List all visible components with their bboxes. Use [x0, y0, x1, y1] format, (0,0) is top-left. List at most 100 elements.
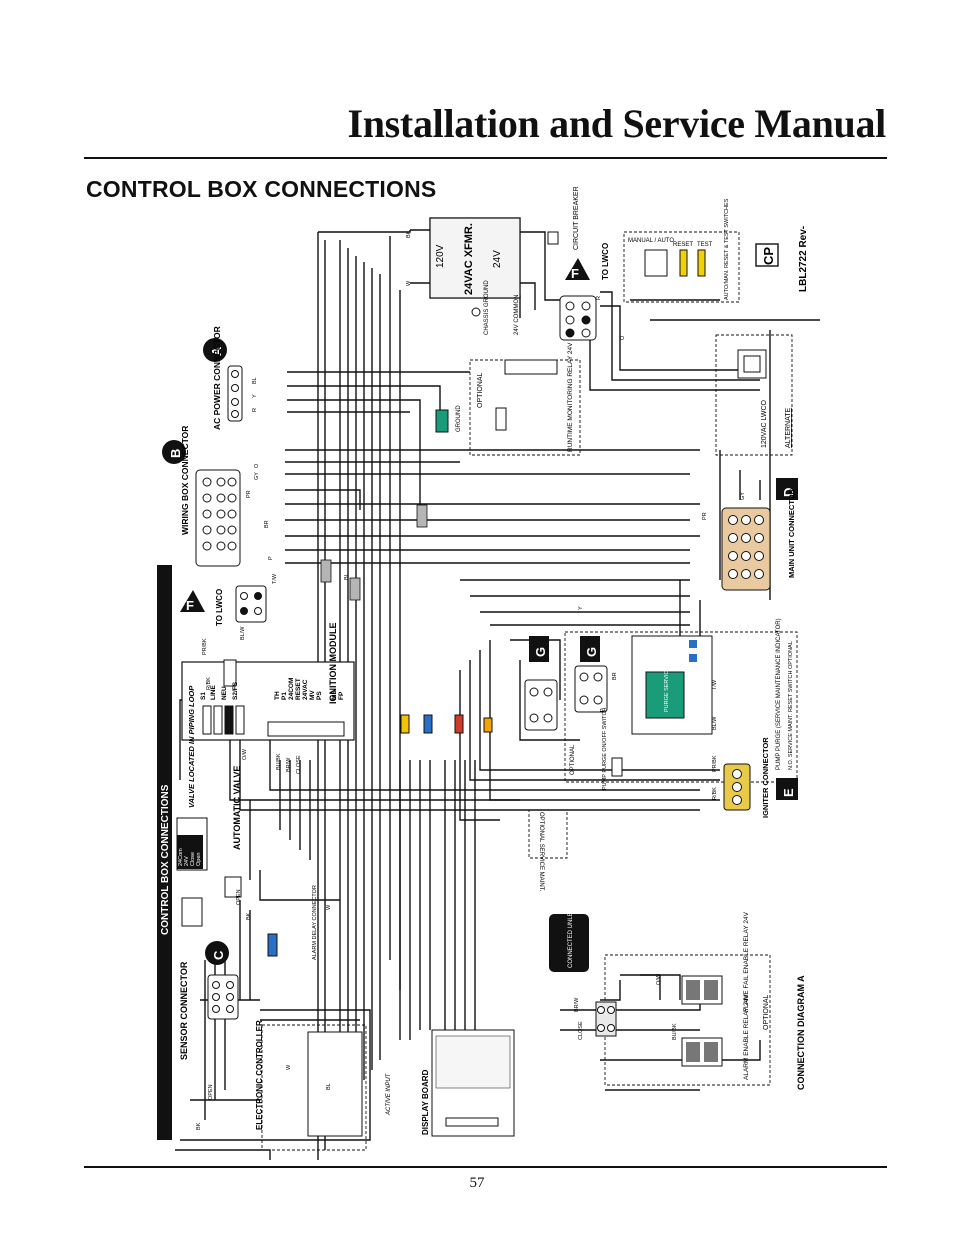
connected-unless-note: CONNECTED UNLESS ALARM ADDED	[549, 859, 589, 972]
wire-code-label: T/W	[272, 573, 278, 584]
wire-code-label: OPEN	[236, 889, 242, 905]
alarm-relay-label: ALARM ENABLE RELAY 24V	[743, 994, 750, 1080]
ignition-terminal-label: 24VAC	[302, 679, 309, 700]
main-unit-label: MAIN UNIT CONNECTOR	[787, 488, 796, 578]
doc-ref: LBL2722 Rev-	[798, 226, 809, 292]
ac-power-connector	[227, 365, 243, 422]
wire-code-label: BR	[264, 520, 270, 528]
g-connector-right	[574, 665, 608, 713]
diagram-label: CONNECTION DIAGRAM A	[796, 975, 806, 1090]
wire-code-label: O	[254, 463, 260, 468]
svg-text:F: F	[571, 266, 579, 281]
badge-e: E	[776, 778, 798, 800]
wire-code-label: CLOSE	[296, 755, 302, 774]
svg-text:OPTIONAL: OPTIONAL	[570, 744, 576, 775]
wire-code-label: PR	[246, 490, 252, 498]
wire-code-label: P	[600, 708, 606, 712]
igniter-connector	[723, 763, 751, 811]
svg-text:A: A	[209, 346, 224, 356]
footer-rule	[84, 1166, 887, 1168]
svg-text:ALTERNATE: ALTERNATE	[785, 407, 792, 448]
to-lwco-top: TO LWCO	[601, 243, 610, 280]
svg-text:PUMP PURGE (SERVICE MAINTENANC: PUMP PURGE (SERVICE MAINTENANCE INDICATO…	[776, 618, 782, 770]
wire-code-label: O	[620, 335, 626, 340]
display-board: DISPLAY BOARD	[421, 1029, 515, 1137]
runtime-relay: OPTIONAL RUNTIME MONITORING RELAY 24V	[477, 342, 574, 452]
svg-text:E: E	[781, 788, 796, 797]
wire-code-label: Y	[578, 606, 584, 610]
sensor-connector-label: SENSOR CONNECTOR	[179, 961, 189, 1060]
circuit-breaker-label: CIRCUIT BREAKER	[573, 186, 580, 250]
svg-text:VALVE LOCATED IN PIPING LOOP: VALVE LOCATED IN PIPING LOOP	[187, 685, 196, 808]
badge-d: D	[776, 478, 798, 500]
chassis-ground-label: CHASSIS GROUND	[484, 280, 490, 335]
reset-switch-box	[623, 231, 740, 303]
flame-fail-relay	[681, 975, 723, 1005]
optional-service-label: OPTIONAL SERVICE MAINT.	[538, 812, 544, 892]
svg-text:OPTIONAL: OPTIONAL	[477, 372, 484, 408]
header-rule	[84, 157, 887, 159]
svg-text:B: B	[168, 449, 183, 458]
lwco-plug-mid	[235, 585, 267, 623]
ignition-terminal-label: 24COM	[288, 678, 295, 700]
svg-text:ACTIVE INPUT: ACTIVE INPUT	[386, 1072, 392, 1116]
ignition-terminal-label: MV	[309, 690, 316, 700]
pump-purge-controller: PURGE SERVICE MAINT. PUMP PURGE (SERVICE…	[570, 618, 794, 790]
wire-code-label: BK	[406, 230, 412, 238]
badge-c: C	[205, 941, 229, 965]
automatic-valve: AUTOMATIC VALVE VALVE LOCATED IN PIPING …	[176, 685, 242, 871]
ignition-terminal-label: FP	[338, 691, 345, 700]
valve-terminal-label: Close	[190, 852, 196, 866]
wire-code-label: BL	[344, 573, 350, 580]
section-title: CONTROL BOX CONNECTIONS	[86, 176, 437, 202]
svg-text:TEST: TEST	[697, 242, 713, 248]
badge-a: A	[203, 338, 227, 362]
svg-text:CONNECTED UNLESS ALARM ADDED: CONNECTED UNLESS ALARM ADDED	[568, 859, 574, 968]
optional-3-label: OPTIONAL	[763, 994, 770, 1030]
g-connector-left	[524, 679, 558, 731]
inline-connector	[320, 559, 332, 583]
manual-title: Installation and Service Manual	[347, 101, 886, 146]
svg-text:G: G	[584, 647, 599, 657]
ignition-terminal-label: NEU	[221, 686, 228, 700]
ignition-terminal-label: RESET	[295, 678, 302, 700]
svg-text:F: F	[186, 598, 194, 613]
svg-text:D: D	[781, 488, 796, 497]
ignition-terminal-label: P1	[281, 692, 288, 700]
svg-text:DISPLAY BOARD: DISPLAY BOARD	[421, 1069, 430, 1135]
xfmr-title: 24VAC XFMR.	[463, 223, 475, 295]
wire-code-label: PR/BK	[712, 755, 718, 772]
badge-g-right: G	[580, 636, 600, 662]
svg-text:RESET: RESET	[673, 242, 693, 248]
ground-connector	[435, 409, 449, 433]
svg-text:N.O. SERVICE MAINT. RESET SWIT: N.O. SERVICE MAINT. RESET SWITCH OPTIONA…	[788, 641, 794, 770]
ignition-terminal-label: PS	[316, 691, 323, 700]
badge-f-mid: F	[180, 590, 205, 613]
wire-code-label: R	[252, 408, 258, 412]
svg-text:CP: CP	[761, 247, 776, 265]
side-banner	[157, 565, 172, 1140]
circuit-breaker-icon	[547, 231, 559, 245]
wiring-box-label: WIRING BOX CONNECTOR	[180, 426, 190, 535]
main-unit-connector	[721, 507, 771, 591]
alternate-lwco: 120VAC LWCO ALTERNATE	[737, 349, 792, 448]
wire-code-label: BR/W	[286, 757, 292, 772]
alarm-delay-label: ALARM DELAY CONNECTOR	[312, 885, 318, 960]
alarm-delay-connector	[267, 933, 278, 957]
wire-code-label: BU/BK	[672, 1023, 678, 1040]
inline-connector	[349, 577, 361, 601]
ignition-terminal-label: MS	[331, 690, 338, 700]
electronic-controller: ELECTRONIC CONTROLLER ACTIVE INPUT	[255, 1020, 392, 1137]
svg-text:ELECTRONIC CONTROLLER: ELECTRONIC CONTROLLER	[255, 1020, 264, 1130]
wire-code-label: O/W	[242, 748, 248, 760]
wire-code-label: BR/W	[574, 997, 580, 1012]
svg-text:RUNTIME MONITORING RELAY 24V: RUNTIME MONITORING RELAY 24V	[567, 342, 574, 452]
wire-code-label: Y	[252, 394, 258, 398]
pump-purge-box	[564, 631, 798, 783]
svg-text:PUMP PURGE ON/OFF SWITCH: PUMP PURGE ON/OFF SWITCH	[602, 708, 608, 790]
ac-power-label: AC POWER CONNECTOR	[212, 326, 222, 430]
badge-g-left: G	[529, 636, 549, 662]
svg-text:G: G	[533, 647, 548, 657]
